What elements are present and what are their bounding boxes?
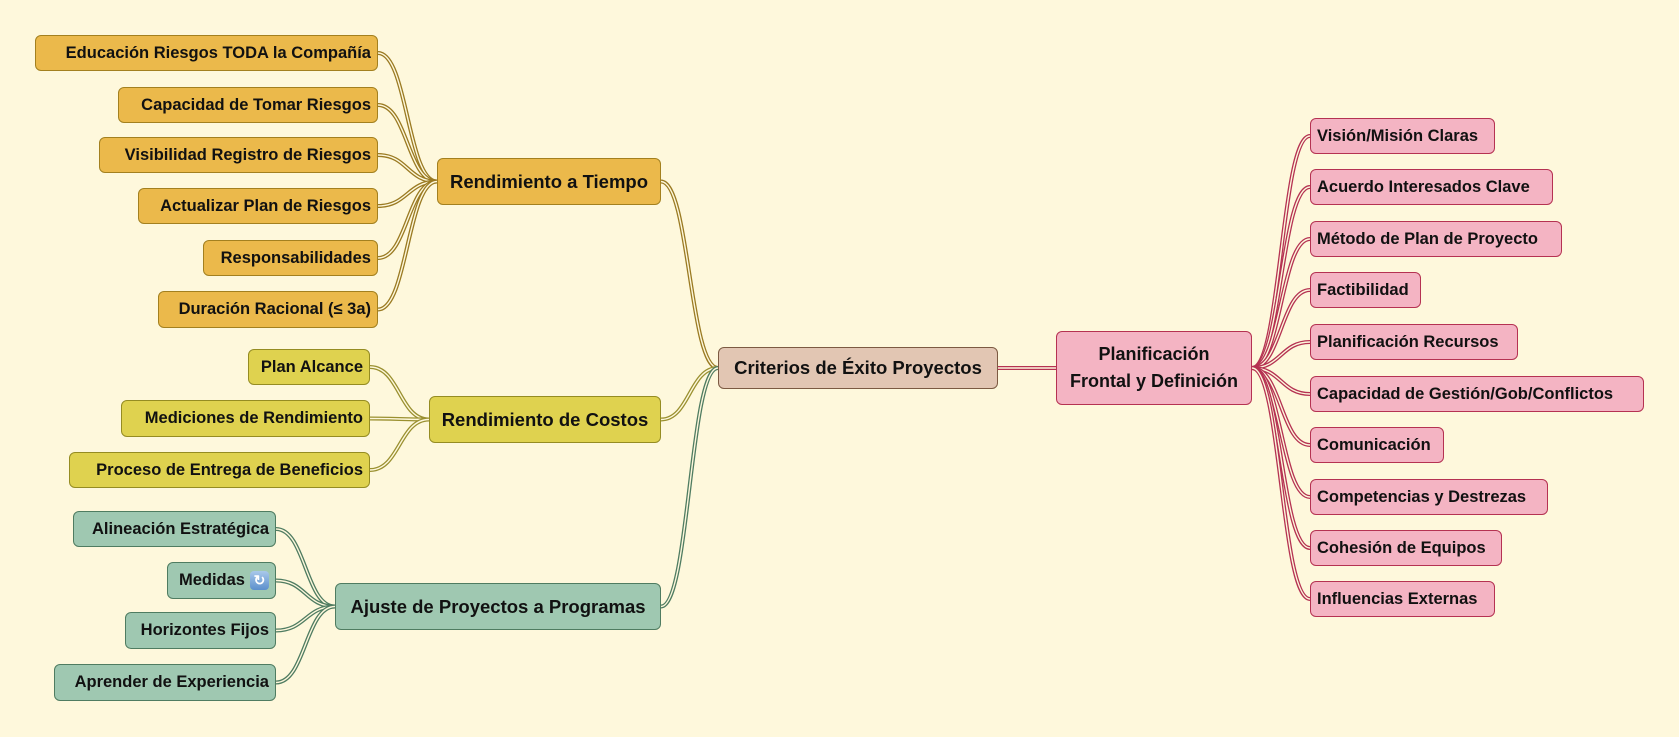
branch-topic-edge [1251, 367, 1311, 600]
topic-node[interactable]: Duración Racional (≤ 3a) [158, 291, 378, 328]
topic-node[interactable]: Comunicación [1310, 427, 1444, 463]
topic-node[interactable]: Método de Plan de Proyecto [1310, 221, 1562, 257]
root-branch-edge [660, 367, 719, 421]
topic-node[interactable]: Visión/Misión Claras [1310, 118, 1495, 154]
branch-topic-edge [275, 605, 336, 684]
refresh-icon: ↻ [250, 571, 269, 590]
branch-label-line2: Frontal y Definición [1069, 371, 1238, 391]
topic-node[interactable]: Actualizar Plan de Riesgos [138, 188, 378, 224]
branch-ajuste-proyectos[interactable]: Ajuste de Proyectos a Programas [335, 583, 661, 630]
branch-topic-edge [1251, 186, 1311, 369]
topic-node[interactable]: Capacidad de Gestión/Gob/Conflictos [1310, 376, 1644, 412]
branch-topic-edge [369, 366, 430, 421]
root-node[interactable]: Criterios de Éxito Proyectos [718, 347, 998, 389]
topic-node[interactable]: Horizontes Fijos [125, 612, 276, 649]
topic-node[interactable]: Cohesión de Equipos [1310, 530, 1502, 566]
topic-node[interactable]: Factibilidad [1310, 272, 1421, 308]
topic-node[interactable]: Mediciones de Rendimiento [121, 400, 370, 437]
topic-node[interactable]: Proceso de Entrega de Beneficios [69, 452, 370, 488]
branch-topic-edge [377, 180, 438, 311]
branch-label-line1: Planificación [1098, 344, 1210, 364]
topic-node[interactable]: Visibilidad Registro de Riesgos [99, 137, 378, 173]
topic-label: Medidas [178, 571, 245, 589]
topic-node-medidas[interactable]: Medidas ↻ [167, 562, 276, 599]
branch-planificacion-frontal[interactable]: Planificación Frontal y Definición [1056, 331, 1252, 405]
topic-node[interactable]: Competencias y Destrezas [1310, 479, 1548, 515]
topic-node[interactable]: Planificación Recursos [1310, 324, 1518, 360]
topic-node[interactable]: Acuerdo Interesados Clave [1310, 169, 1553, 205]
topic-node[interactable]: Responsabilidades [203, 240, 378, 276]
branch-rendimiento-costos[interactable]: Rendimiento de Costos [429, 396, 661, 443]
branch-topic-edge [369, 418, 430, 471]
branch-rendimiento-tiempo[interactable]: Rendimiento a Tiempo [437, 158, 661, 205]
topic-node[interactable]: Aprender de Experiencia [54, 664, 276, 701]
root-branch-edge [660, 367, 719, 608]
branch-topic-edge [377, 52, 438, 183]
topic-node[interactable]: Alineación Estratégica [73, 511, 276, 547]
topic-node[interactable]: Capacidad de Tomar Riesgos [118, 87, 378, 123]
topic-node[interactable]: Influencias Externas [1310, 581, 1495, 617]
topic-node[interactable]: Plan Alcance [248, 349, 370, 385]
topic-node[interactable]: Educación Riesgos TODA la Compañía [35, 35, 378, 71]
branch-topic-edge [1251, 289, 1311, 369]
root-branch-edge [660, 180, 719, 369]
